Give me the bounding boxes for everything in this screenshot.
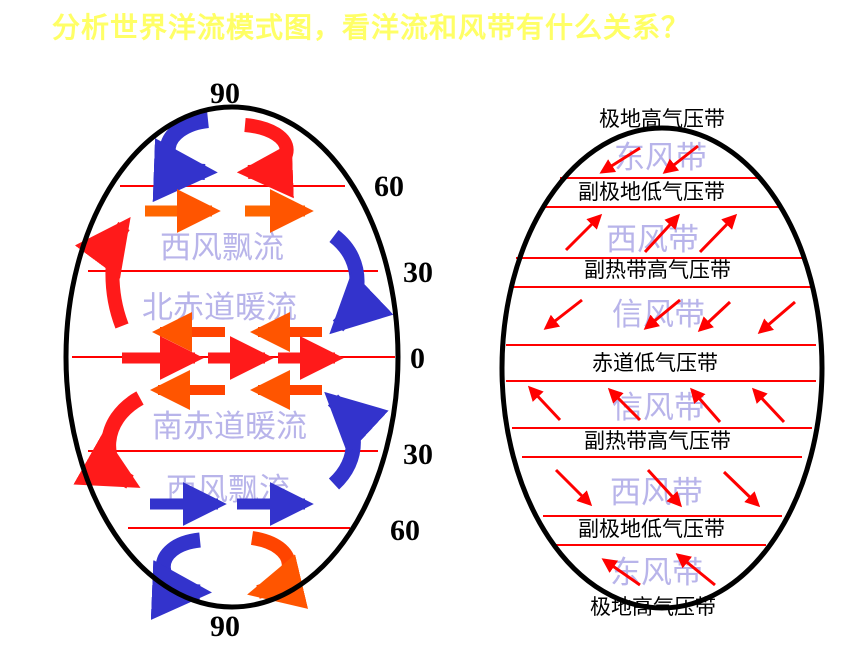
label-north-subtropical-high: 副热带高气压带 (584, 258, 731, 282)
wind-arrows (527, 144, 796, 587)
lat-label-north-30: 30 (403, 256, 433, 289)
wind-arrow-trade-s-3 (690, 387, 722, 423)
north-east-boundary-cold-arrow (329, 230, 394, 335)
lat-label-equator: 0 (410, 342, 425, 375)
label-south-polar-high: 极地高气压带 (590, 595, 716, 619)
wind-arrow-trade-n-3 (697, 300, 732, 333)
wind-belt-model: 东风带 西风带 信风带 信风带 西风带 东风带 (499, 107, 825, 619)
label-equatorial-low: 赤道低气压带 (592, 351, 718, 375)
label-north-easterlies: 东风带 (614, 140, 707, 176)
lat-label-north-60: 60 (374, 170, 404, 203)
wind-arrow-se-2 (675, 553, 716, 587)
wind-model-outline (499, 125, 825, 611)
wind-arrow-se-1 (601, 558, 641, 587)
ocean-model-outline (63, 104, 401, 610)
label-south-subpolar-low: 副极地低气压带 (578, 517, 725, 541)
label-north-subpolar-low: 副极地低气压带 (578, 180, 725, 204)
wind-arrow-w-1 (564, 213, 603, 252)
south-west-boundary-warm-arrow (73, 391, 144, 489)
label-north-trades: 信风带 (612, 297, 705, 333)
ocean-current-model: 西风飘流 北赤道暖流 南赤道暖流 西风飘流 (63, 77, 433, 643)
wind-arrow-w-2 (643, 213, 681, 254)
label-north-polar-high: 极地高气压带 (599, 107, 725, 131)
wind-arrow-trade-s-4 (751, 387, 786, 424)
wind-arrow-trade-s-1 (527, 385, 562, 422)
wind-arrow-ne-2 (662, 144, 699, 174)
wind-arrow-trade-n-1 (543, 298, 583, 330)
south-polar-warm-current-arrow (247, 531, 309, 609)
south-polar-cold-current-arrow (150, 532, 212, 620)
wind-arrow-sw-3 (722, 470, 761, 508)
wind-arrow-trade-s-2 (607, 387, 642, 422)
wind-belt-lines (506, 177, 816, 546)
lat-label-south-90: 90 (210, 610, 240, 643)
north-polar-warm-current-arrow (236, 118, 294, 199)
page-title: 分析世界洋流模式图，看洋流和风带有什么关系？ (52, 11, 691, 44)
wind-arrow-ne-1 (599, 146, 641, 174)
wind-arrow-trade-n-4 (757, 300, 796, 334)
wind-arrow-sw-2 (646, 468, 683, 508)
lat-label-south-60: 60 (390, 514, 420, 547)
wind-arrow-sw-1 (554, 468, 593, 507)
wind-arrow-w-3 (698, 213, 738, 254)
north-west-boundary-warm-arrow (74, 216, 131, 329)
north-polar-cold-current-arrow (152, 112, 218, 203)
label-south-subtropical-high: 副热带高气压带 (584, 429, 731, 453)
south-east-boundary-cold-arrow (324, 391, 389, 490)
label-north-equatorial-current: 北赤道暖流 (142, 290, 297, 326)
lat-label-north-90: 90 (210, 77, 240, 110)
label-north-westerlies: 西风带 (606, 222, 699, 258)
label-north-westerly-drift: 西风飘流 (160, 230, 284, 266)
wind-arrow-trade-n-2 (643, 298, 681, 330)
label-south-equatorial-current: 南赤道暖流 (152, 409, 307, 445)
lat-label-south-30: 30 (403, 438, 433, 471)
